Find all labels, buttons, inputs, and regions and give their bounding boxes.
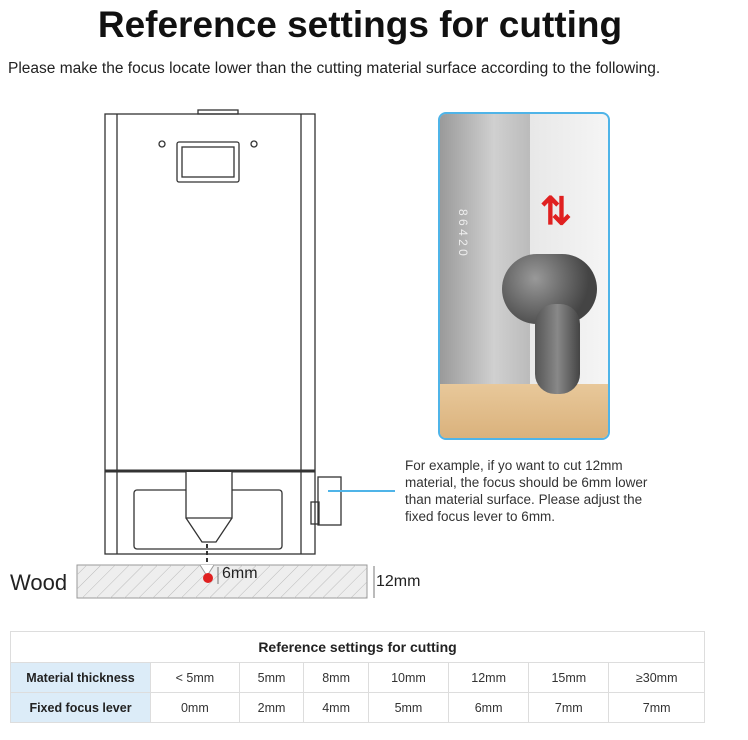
- table-cell: 12mm: [448, 662, 530, 693]
- table-cell: 0mm: [150, 692, 240, 723]
- focus-depth-label: 6mm: [222, 565, 258, 582]
- table-cell: 4mm: [303, 692, 369, 723]
- scale-mark: 4: [456, 229, 470, 236]
- table-cell: 7mm: [608, 692, 705, 723]
- table-cell: 6mm: [448, 692, 530, 723]
- table-cell: 7mm: [528, 692, 610, 723]
- scale-mark: 2: [456, 239, 470, 246]
- focus-point-icon: [203, 573, 213, 583]
- material-label: Wood: [10, 570, 68, 595]
- focus-lever-photo: 8 6 4 2 0 ⇅: [438, 112, 610, 440]
- example-note: For example, if yo want to cut 12mm mate…: [405, 458, 648, 524]
- table-caption: Reference settings for cutting: [10, 631, 705, 663]
- table-cell: 2mm: [238, 692, 305, 723]
- table-cell: 10mm: [367, 662, 450, 693]
- table-row: Fixed focus lever 0mm 2mm 4mm 5mm 6mm 7m…: [10, 692, 705, 723]
- table-cell: 5mm: [367, 692, 450, 723]
- table-cell: 8mm: [303, 662, 369, 693]
- scale-mark: 6: [456, 219, 470, 226]
- table-cell: 5mm: [238, 662, 305, 693]
- reference-settings-table: Reference settings for cutting Material …: [10, 631, 705, 723]
- scale-mark: 0: [456, 249, 470, 256]
- row-header: Material thickness: [10, 662, 151, 693]
- subtitle: Please make the focus locate lower than …: [8, 60, 661, 77]
- up-down-arrow-icon: ⇅: [540, 191, 572, 233]
- row-header: Fixed focus lever: [10, 692, 151, 723]
- table-cell: 15mm: [528, 662, 610, 693]
- table-cell: < 5mm: [150, 662, 240, 693]
- scale-marks: 8 6 4 2 0: [456, 209, 470, 256]
- table-cell: ≥30mm: [608, 662, 705, 693]
- laser-module-diagram: [76, 109, 395, 599]
- thickness-label: 12mm: [376, 573, 421, 590]
- page-title: Reference settings for cutting: [97, 4, 623, 45]
- scale-mark: 8: [456, 209, 470, 216]
- table-row: Material thickness < 5mm 5mm 8mm 10mm 12…: [10, 662, 705, 693]
